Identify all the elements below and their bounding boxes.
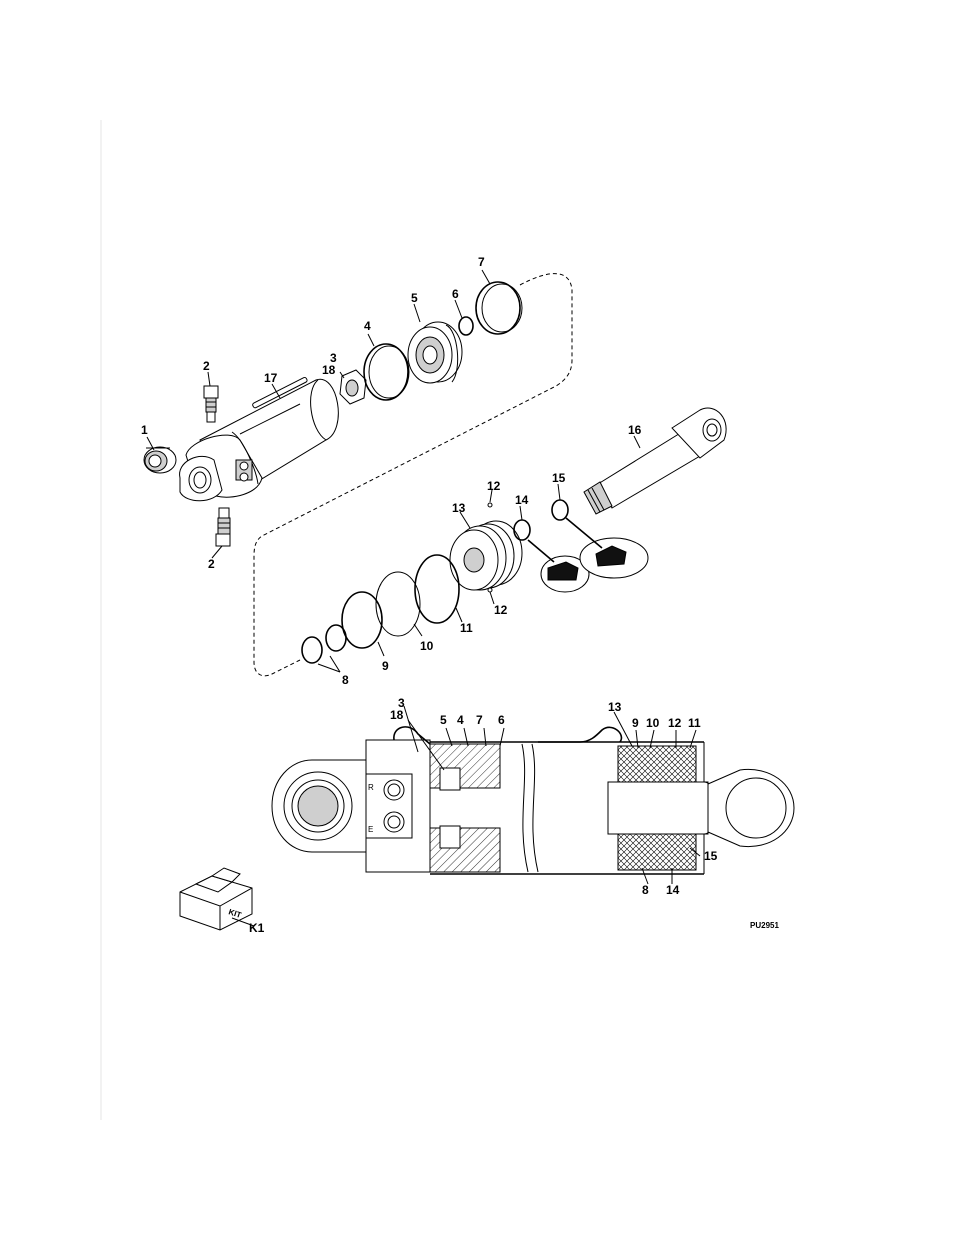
exploded-callout-8: 8 [342, 673, 349, 687]
part-1-fitting [144, 447, 176, 473]
part-9-ring [342, 592, 382, 648]
part-3-nut [340, 370, 366, 404]
detail-callout-14 [528, 540, 589, 592]
section-callout-6: 6 [498, 713, 505, 727]
section-callout-4: 4 [457, 713, 464, 727]
part-2-valve-bottom [216, 508, 230, 546]
section-callout-8: 8 [642, 883, 649, 897]
section-callout-11: 11 [688, 716, 701, 730]
part-14-ring [514, 520, 530, 540]
part-15-ring [552, 500, 568, 520]
exploded-callout-15: 15 [552, 471, 566, 485]
section-callout-13: 13 [608, 700, 622, 714]
exploded-callout-10: 10 [420, 639, 434, 653]
section-callout-5: 5 [440, 713, 447, 727]
part-12-small-top [488, 503, 492, 507]
section-callout-9: 9 [632, 716, 639, 730]
exploded-callout-16: 16 [628, 423, 642, 437]
part-4-ring [364, 344, 409, 400]
exploded-callout-1: 1 [141, 423, 148, 437]
part-8-rings [302, 625, 346, 672]
exploded-callout-2: 2 [203, 359, 210, 373]
section-callout-12: 12 [668, 716, 682, 730]
part-17-barrel [180, 377, 339, 501]
exploded-callout-12: 12 [494, 603, 508, 617]
exploded-callout-11: 11 [460, 621, 473, 635]
part-11-ring [415, 555, 459, 623]
exploded-callout-2: 2 [208, 557, 215, 571]
part-5-gland [408, 322, 462, 383]
exploded-callout-12: 12 [487, 479, 501, 493]
exploded-callout-4: 4 [364, 319, 371, 333]
part-13-piston [450, 521, 522, 590]
exploded-callout-6: 6 [452, 287, 459, 301]
exploded-callout-7: 7 [478, 255, 485, 269]
section-callout-14: 14 [666, 883, 680, 897]
exploded-callout-14: 14 [515, 493, 529, 507]
section-callout-10: 10 [646, 716, 660, 730]
part-7-ring [476, 282, 522, 334]
port-label-e: E [368, 825, 373, 834]
exploded-callout-17: 17 [264, 371, 278, 385]
section-callout-15: 15 [704, 849, 718, 863]
kit-box-icon [180, 868, 254, 930]
part-6-oring [459, 317, 473, 335]
part-2-valve-top [204, 386, 218, 422]
section-callout-7: 7 [476, 713, 483, 727]
drawing-number: PU2951 [750, 921, 779, 930]
section-callout-18: 18 [390, 708, 404, 722]
part-10-ring [376, 572, 420, 636]
exploded-callout-18: 18 [322, 363, 336, 377]
exploded-callout-5: 5 [411, 291, 418, 305]
kit-label: K1 [249, 921, 265, 935]
exploded-callout-13: 13 [452, 501, 466, 515]
assembly-path-dashed [254, 274, 572, 676]
part-16-rod [584, 408, 726, 514]
port-label-r: R [368, 783, 374, 792]
exploded-callout-9: 9 [382, 659, 389, 673]
